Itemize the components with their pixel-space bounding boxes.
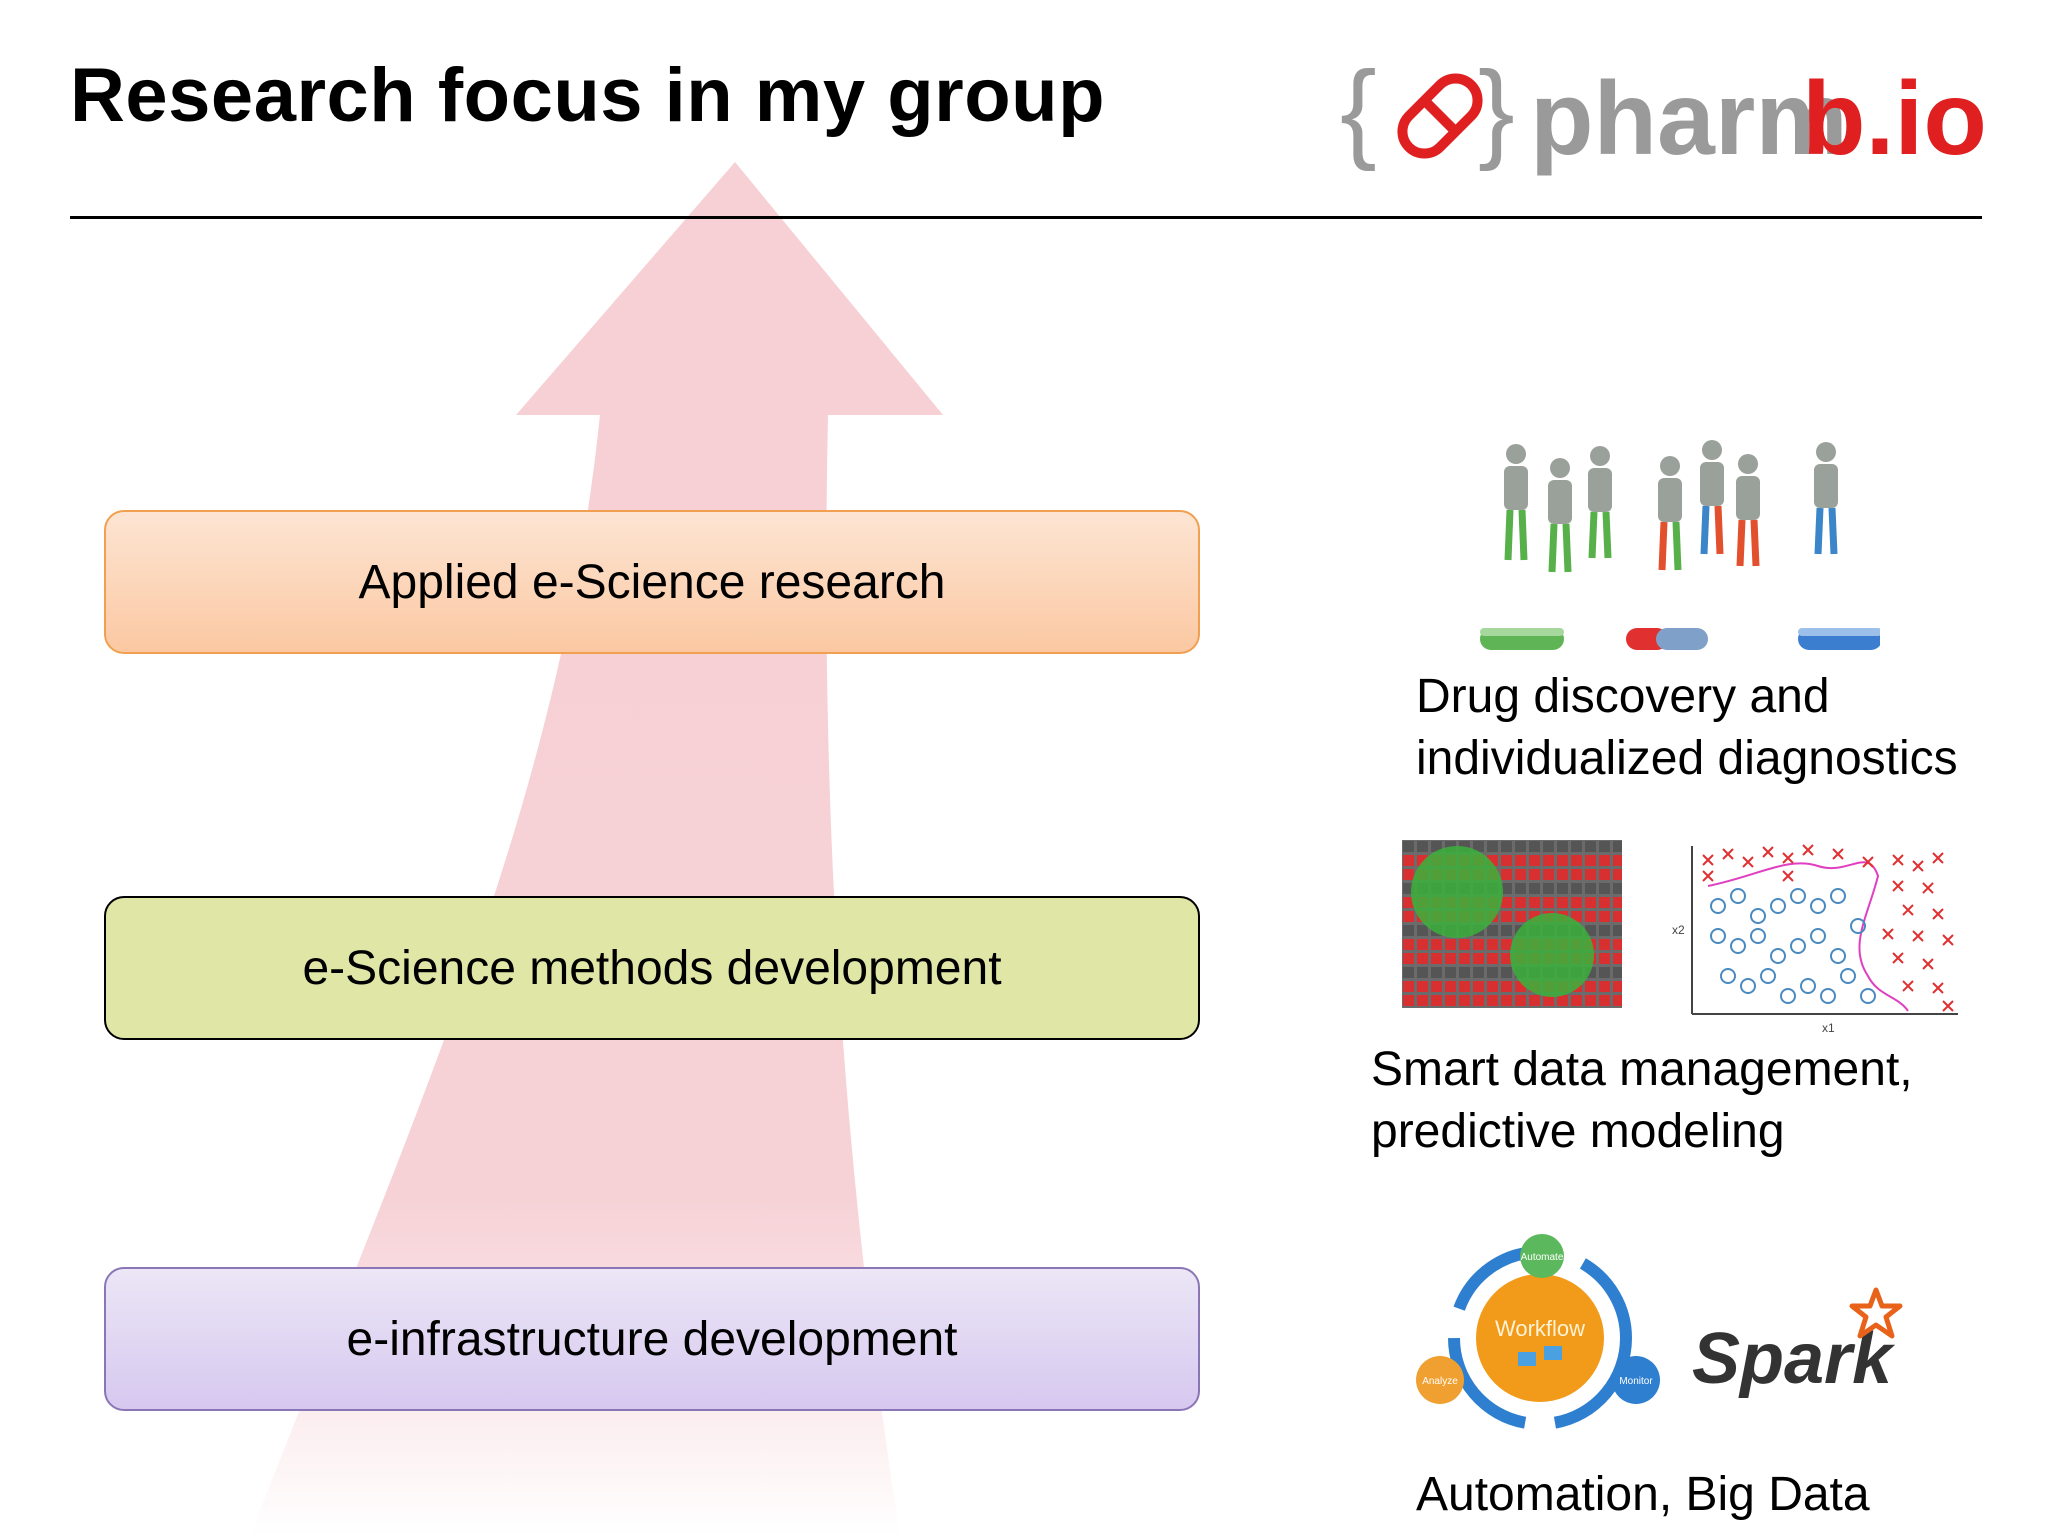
workflow-cycle-icon: Workflow Automate Analyze Monitor: [1416, 1234, 1660, 1430]
people-figures-icon: [1480, 440, 1880, 650]
logo-text-pharm: pharm: [1530, 61, 1848, 177]
pill-icon: [1480, 628, 1564, 650]
level-infrastructure-development: e-infrastructure development: [104, 1267, 1200, 1411]
caption-line: predictive modeling: [1371, 1105, 1785, 1158]
level-label: Applied e-Science research: [358, 555, 946, 609]
caption-smart-data: Smart data management, predictive modeli…: [1371, 1039, 1913, 1163]
spark-star-icon: [1849, 1287, 1903, 1339]
logo-text-bio: b.io: [1802, 61, 1987, 177]
logo-brace-left: {: [1340, 52, 1377, 172]
plot-y-label: x2: [1672, 923, 1685, 937]
level-applied-research: Applied e-Science research: [104, 510, 1200, 654]
level-label: e-infrastructure development: [346, 1312, 958, 1366]
level-methods-development: e-Science methods development: [104, 896, 1200, 1040]
page-title: Research focus in my group: [70, 53, 1106, 138]
workflow-automate-label: Automate: [1521, 1252, 1564, 1263]
pill-logo-icon: [1397, 73, 1483, 159]
cell-grid-image-icon: [1402, 840, 1622, 1008]
caption-line: individualized diagnostics: [1416, 732, 1958, 785]
level-label: e-Science methods development: [302, 941, 1002, 995]
scatter-classification-icon: x2 x1: [1672, 844, 1958, 1035]
workflow-analyze-label: Analyze: [1422, 1376, 1458, 1387]
caption-automation: Automation, Big Data: [1416, 1468, 1870, 1521]
caption-line: Drug discovery and: [1416, 670, 1830, 723]
plot-x-label: x1: [1822, 1021, 1835, 1035]
caption-line: Smart data management,: [1371, 1043, 1913, 1096]
logo-brace-right: }: [1478, 52, 1515, 172]
pill-icon: [1626, 628, 1708, 650]
pill-icon: [1798, 628, 1880, 650]
title-divider: [70, 216, 1982, 219]
workflow-center-label: Workflow: [1495, 1316, 1585, 1341]
caption-drug-discovery: Drug discovery and individualized diagno…: [1416, 666, 1958, 790]
pharmbio-logo: { } pharm b.io: [1340, 52, 1987, 177]
workflow-monitor-label: Monitor: [1619, 1376, 1653, 1387]
